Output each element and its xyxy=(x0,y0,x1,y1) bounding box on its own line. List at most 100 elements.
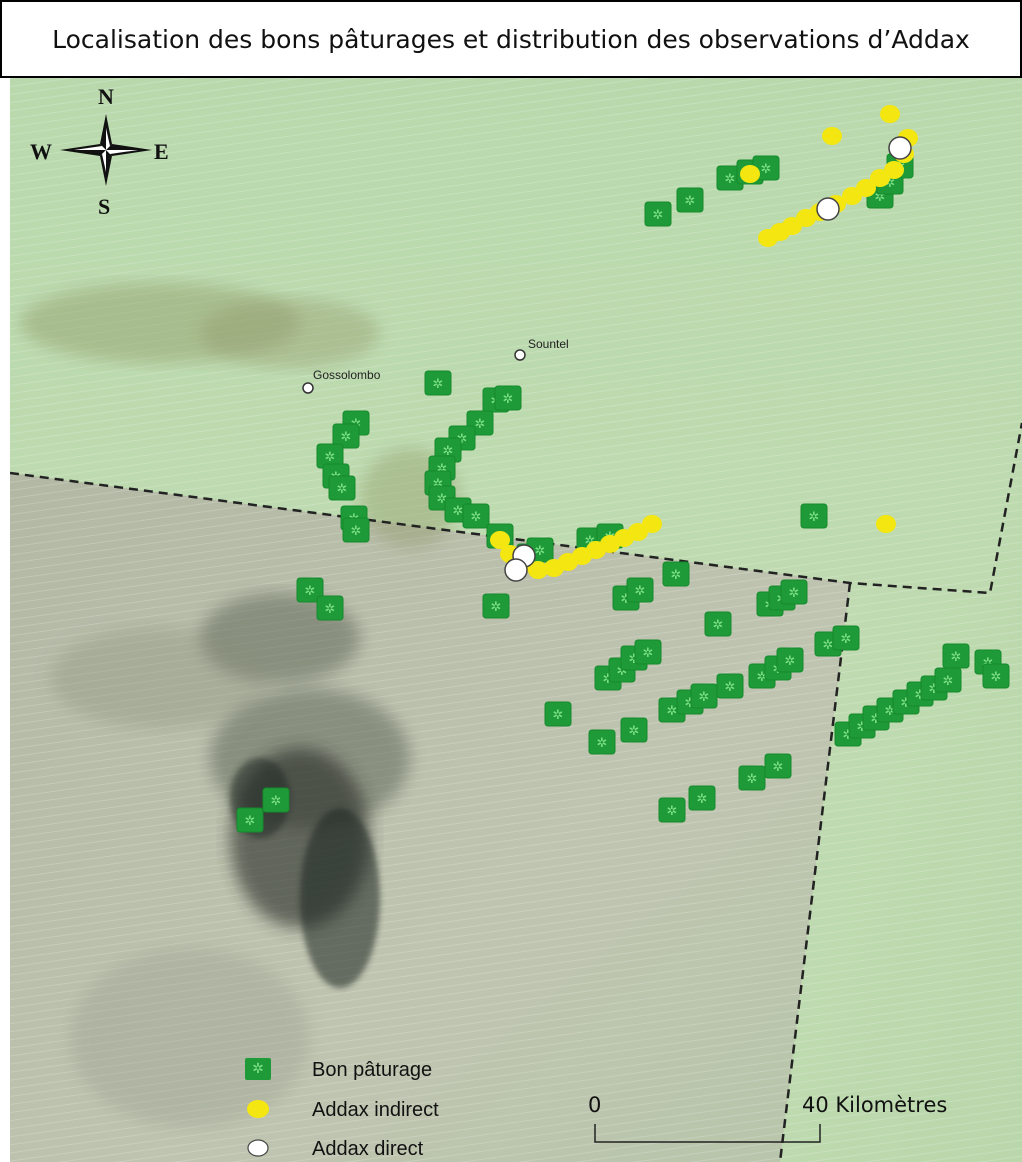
svg-text:✲: ✲ xyxy=(789,586,800,601)
svg-text:✲: ✲ xyxy=(809,510,820,525)
compass-west: W xyxy=(30,139,52,164)
legend-item-pasture: ✲ Bon pâturage xyxy=(245,1058,432,1081)
svg-text:✲: ✲ xyxy=(943,674,954,689)
pasture-square: ✲ xyxy=(342,517,370,543)
svg-text:✲: ✲ xyxy=(535,544,546,559)
pasture-square: ✲ xyxy=(934,667,962,693)
pasture-square: ✲ xyxy=(236,807,264,833)
svg-text:✲: ✲ xyxy=(457,432,468,447)
legend-label: Addax direct xyxy=(312,1138,424,1160)
svg-text:✲: ✲ xyxy=(823,638,834,653)
pasture-square: ✲ xyxy=(942,643,970,669)
addax-direct-marker xyxy=(888,136,912,160)
pasture-square: ✲ xyxy=(662,561,690,587)
svg-text:✲: ✲ xyxy=(785,654,796,669)
svg-text:✲: ✲ xyxy=(437,462,448,477)
svg-text:✲: ✲ xyxy=(761,162,772,177)
pasture-square: ✲ xyxy=(780,579,808,605)
svg-text:✲: ✲ xyxy=(773,760,784,775)
scale-start-label: 0 xyxy=(588,1093,601,1117)
addax-indirect-dot xyxy=(528,561,548,579)
scale-end-label: 40 Kilomètres xyxy=(802,1093,947,1117)
svg-text:✲: ✲ xyxy=(471,510,482,525)
pasture-symbol-icon xyxy=(245,1058,271,1080)
village-label: Sountel xyxy=(528,337,569,351)
pasture-square: ✲ xyxy=(328,475,356,501)
svg-text:✲: ✲ xyxy=(475,417,486,432)
pasture-square: ✲ xyxy=(832,625,860,651)
svg-text:✲: ✲ xyxy=(325,450,336,465)
village-sountel[interactable]: Sountel xyxy=(514,337,569,361)
svg-text:✲: ✲ xyxy=(857,720,868,735)
pasture-square: ✲ xyxy=(620,717,648,743)
addax-indirect-dot xyxy=(822,127,842,145)
addax-direct-marker xyxy=(816,197,840,221)
svg-text:✲: ✲ xyxy=(635,584,646,599)
addax-indirect-dot xyxy=(490,531,510,549)
pasture-square: ✲ xyxy=(690,683,718,709)
svg-text:✲: ✲ xyxy=(503,392,514,407)
pasture-square: ✲ xyxy=(296,577,324,603)
pasture-square: ✲ xyxy=(332,423,360,449)
pasture-square: ✲ xyxy=(626,577,654,603)
svg-text:✲: ✲ xyxy=(991,670,1002,685)
svg-text:✲: ✲ xyxy=(337,482,348,497)
pasture-square: ✲ xyxy=(800,503,828,529)
svg-text:✲: ✲ xyxy=(643,646,654,661)
svg-text:✲: ✲ xyxy=(351,524,362,539)
legend: ✲ Bon pâturage Addax indirect Addax dire… xyxy=(245,1058,439,1160)
addax-indirect-dot xyxy=(876,515,896,533)
svg-text:✲: ✲ xyxy=(443,444,454,459)
svg-text:✲: ✲ xyxy=(433,477,444,492)
pasture-square: ✲ xyxy=(704,611,732,637)
svg-text:✲: ✲ xyxy=(325,602,336,617)
svg-text:✲: ✲ xyxy=(671,568,682,583)
boundary-lines xyxy=(10,422,1022,1162)
addax-indirect-dot xyxy=(740,165,760,183)
svg-text:✲: ✲ xyxy=(491,600,502,615)
pasture-square: ✲ xyxy=(316,595,344,621)
svg-text:✲: ✲ xyxy=(597,736,608,751)
svg-text:✲: ✲ xyxy=(629,652,640,667)
addax-indirect-dot xyxy=(856,179,876,197)
addax-indirect-dot xyxy=(880,105,900,123)
pasture-square: ✲ xyxy=(494,385,522,411)
legend-item-indirect: Addax indirect xyxy=(247,1099,439,1121)
addax-indirect-layer xyxy=(490,105,918,579)
pasture-square: ✲ xyxy=(688,785,716,811)
svg-text:✲: ✲ xyxy=(713,618,724,633)
svg-text:✲: ✲ xyxy=(341,430,352,445)
scale-bar: 0 40 Kilomètres xyxy=(588,1093,947,1143)
svg-text:✲: ✲ xyxy=(617,664,628,679)
village-marker xyxy=(514,349,526,361)
svg-text:✲: ✲ xyxy=(929,682,940,697)
village-label: Gossolombo xyxy=(313,368,381,382)
village-marker xyxy=(302,382,314,394)
svg-text:✲: ✲ xyxy=(553,708,564,723)
map-frame[interactable]: ✲ ✲ ✲ ✲ ✲ ✲ ✲ ✲ ✲ ✲ ✲ ✲ ✲ ✲ ✲ ✲ ✲ ✲ ✲ ✲ ✲ ✲ ✲ ✲ ✲ ✲ ✲ ✲ ✲ ✲ ✲ ✲ ✲ ✲ ✲ ✲ ✲ ✲ ✲ ✲… xyxy=(10,78,1022,1162)
map-canvas[interactable]: ✲ ✲ ✲ ✲ ✲ ✲ ✲ ✲ ✲ ✲ ✲ ✲ ✲ ✲ ✲ ✲ ✲ ✲ ✲ ✲ ✲ ✲ ✲ ✲ ✲ ✲ ✲ ✲ ✲ ✲ ✲ ✲ ✲ ✲ ✲ ✲ ✲ ✲ ✲ ✲… xyxy=(10,78,1022,1162)
svg-text:✲: ✲ xyxy=(725,172,736,187)
svg-text:✲: ✲ xyxy=(667,704,678,719)
svg-text:✲: ✲ xyxy=(603,672,614,687)
svg-text:✲: ✲ xyxy=(453,504,464,519)
svg-text:✲: ✲ xyxy=(841,632,852,647)
scale-bar-line xyxy=(594,1124,821,1143)
svg-text:✲: ✲ xyxy=(699,690,710,705)
svg-text:✲: ✲ xyxy=(757,670,768,685)
addax-indirect-dot xyxy=(642,515,662,533)
pasture-square: ✲ xyxy=(776,647,804,673)
legend-item-direct: Addax direct xyxy=(247,1138,424,1160)
svg-text:✲: ✲ xyxy=(305,584,316,599)
direct-symbol-icon xyxy=(247,1139,269,1157)
pasture-square: ✲ xyxy=(738,765,766,791)
svg-text:✲: ✲ xyxy=(871,712,882,727)
addax-direct-layer xyxy=(504,136,912,582)
pasture-square: ✲ xyxy=(634,639,662,665)
svg-text:✲: ✲ xyxy=(697,792,708,807)
svg-text:✲: ✲ xyxy=(585,534,596,549)
village-gossolombo[interactable]: Gossolombo xyxy=(302,368,381,394)
compass-south: S xyxy=(98,194,110,219)
svg-text:✲: ✲ xyxy=(951,650,962,665)
indirect-symbol-icon xyxy=(247,1100,269,1118)
